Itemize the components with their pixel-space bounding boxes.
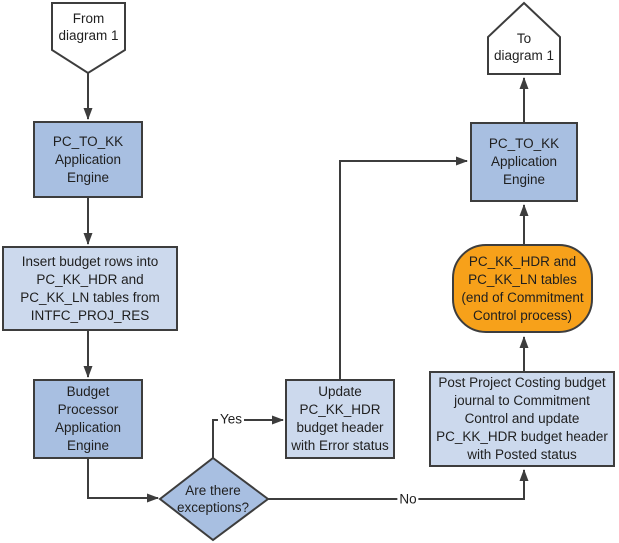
node-label: Are there exceptions? [176,483,250,515]
decision-diamond-shape [158,456,270,542]
decision-are-there-exceptions: Are there exceptions? [163,478,263,520]
node-pc-to-kk-engine-left: PC_TO_KK Application Engine [33,121,143,198]
node-pc-to-kk-engine-right: PC_TO_KK Application Engine [470,122,578,202]
node-label: Update PC_KK_HDR budget header with Erro… [291,384,389,453]
node-kk-tables-end-of-process: PC_KK_HDR and PC_KK_LN tables (end of Co… [452,244,593,333]
node-budget-processor-engine: Budget Processor Application Engine [33,379,143,459]
connector-decision-no-to-post [268,469,529,500]
offpage-connector-from: From diagram 1 [52,6,125,48]
node-label: PC_TO_KK Application Engine [488,136,560,187]
node-label: Insert budget rows into PC_KK_HDR and PC… [20,253,160,323]
node-insert-budget-rows: Insert budget rows into PC_KK_HDR and PC… [2,246,178,331]
node-label: From diagram 1 [58,11,119,43]
connector-update-to-pctokk-right [339,156,468,379]
node-label: Post Project Costing budget journal to C… [436,375,608,462]
from-diagram-offpage-connector-shape [51,2,126,75]
node-label: PC_TO_KK Application Engine [52,133,124,185]
node-label: To diagram 1 [493,31,555,63]
node-label: PC_KK_HDR and PC_KK_LN tables (end of Co… [461,253,584,323]
to-diagram-offpage-connector-shape [487,1,561,75]
connector-budget-processor-to-decision [87,459,159,503]
edge-label-no: No [397,491,419,507]
offpage-connector-to: To diagram 1 [488,28,560,66]
edge-label-yes: Yes [217,411,245,427]
node-label: Budget Processor Application Engine [54,384,122,453]
node-post-journal-posted-status: Post Project Costing budget journal to C… [429,371,615,467]
node-update-error-status: Update PC_KK_HDR budget header with Erro… [285,379,395,459]
connector-decision-yes-to-update [212,415,284,458]
